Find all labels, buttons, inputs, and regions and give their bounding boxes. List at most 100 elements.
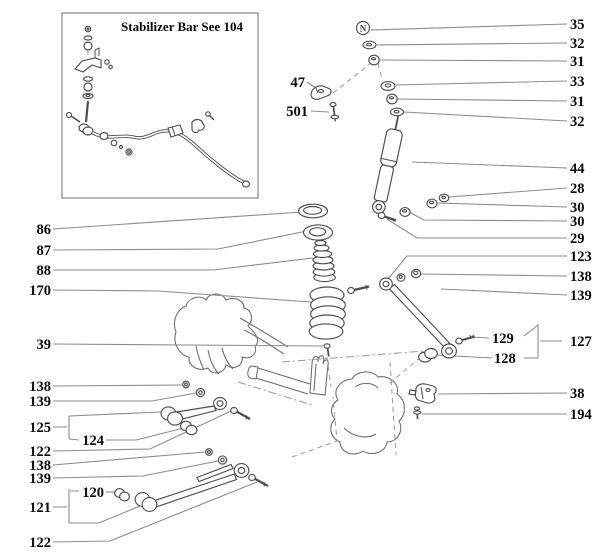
bushing-125	[160, 406, 183, 426]
bolt-39	[323, 343, 331, 357]
callout-138c: 138	[570, 269, 592, 285]
callout-44: 44	[570, 161, 585, 177]
shock-mount-stack: N	[355, 20, 405, 117]
callout-123: 123	[570, 249, 592, 265]
leader-122a	[52, 410, 232, 452]
inset-stabilizer-bar	[91, 111, 251, 188]
callout-122b: 122	[29, 535, 51, 551]
leader-32a	[376, 42, 568, 46]
arm-shaft	[388, 283, 451, 348]
leader-47	[306, 81, 317, 89]
callout-32a: 32	[570, 36, 585, 52]
bracket-47	[310, 85, 332, 100]
leader-87	[52, 230, 308, 251]
dashdot-axle-right	[281, 350, 425, 363]
callout-128: 128	[494, 351, 516, 367]
leader-124	[106, 427, 185, 441]
leader-33	[395, 80, 568, 86]
inset-clamp-bracket	[191, 118, 205, 134]
leader-86	[52, 211, 303, 230]
callout-88: 88	[37, 263, 52, 279]
callout-120: 120	[82, 485, 104, 501]
bolt-122a	[230, 406, 251, 420]
inset-title: Stabilizer Bar See 104	[121, 19, 243, 34]
callout-31a: 31	[570, 54, 585, 70]
lateral-rod	[114, 448, 269, 512]
callout-labels-right: 35 32 31 33 31 32 44 28 30 30 29 123 138…	[570, 17, 592, 423]
hidden-lines	[237, 59, 425, 458]
leader-30a	[437, 202, 568, 208]
bolt-194	[413, 406, 422, 420]
callout-87: 87	[37, 243, 52, 259]
upper-control-arm-123	[347, 268, 475, 363]
bolt-122b	[248, 473, 269, 487]
spring-insulator-87	[302, 224, 334, 241]
leader-501	[310, 110, 330, 113]
leader-31a	[379, 59, 568, 62]
callout-127: 127	[570, 334, 592, 350]
shock-absorber-44	[371, 115, 403, 214]
leader-139c	[440, 288, 568, 296]
leader-123	[387, 255, 567, 280]
callout-35: 35	[570, 17, 585, 33]
dash-frame-vertical	[389, 361, 397, 456]
leader-38	[437, 392, 568, 395]
frame-rail-drawing	[173, 293, 289, 375]
inset-bolt	[65, 111, 73, 119]
dash-47-to-stack	[332, 59, 376, 94]
leader-122b	[52, 481, 258, 543]
coil-spring-170	[308, 286, 346, 340]
callout-194: 194	[570, 407, 592, 423]
shock-lower-hardware	[377, 193, 450, 222]
inset-link-stack	[65, 25, 113, 136]
spring-seat-86	[297, 203, 329, 219]
bump-stop-88	[312, 239, 336, 283]
stabilizer-inset: Stabilizer Bar See 104	[61, 12, 259, 199]
callout-501: 501	[286, 104, 308, 120]
leader-139b	[52, 460, 219, 479]
bushing-120	[114, 488, 130, 502]
callout-121: 121	[29, 500, 51, 516]
callout-125: 125	[29, 420, 51, 436]
bushing-121	[134, 492, 158, 512]
leader-30b	[408, 211, 568, 222]
callout-labels-left: 86 87 88 170 39 138 139 125 122 138 139 …	[29, 222, 104, 551]
callout-28: 28	[570, 181, 585, 197]
leader-32b	[403, 111, 568, 122]
callout-47: 47	[291, 75, 306, 91]
callout-124: 124	[82, 433, 104, 449]
rod-sleeve	[196, 463, 234, 483]
leader-170	[52, 289, 312, 303]
leader-44	[411, 161, 568, 169]
callout-30a: 30	[570, 200, 585, 216]
bracket-38	[408, 383, 437, 404]
nut-symbol-letter: N	[360, 24, 367, 34]
bolt-129	[455, 334, 475, 345]
bracket-127	[523, 324, 562, 359]
leader-lines	[52, 23, 568, 543]
leader-29	[386, 218, 567, 239]
callout-29: 29	[570, 231, 585, 247]
leader-39	[52, 343, 324, 347]
callout-31b: 31	[570, 94, 585, 110]
callout-138b: 138	[29, 458, 51, 474]
leader-88	[53, 257, 314, 271]
callout-33: 33	[570, 74, 585, 90]
leader-138b	[52, 451, 206, 466]
bushing-128	[418, 347, 438, 363]
leader-138c	[420, 273, 568, 277]
bolt-29	[377, 211, 397, 222]
axle-housing-drawing	[247, 355, 405, 455]
callout-139a: 139	[29, 394, 51, 410]
callout-139c: 139	[570, 288, 592, 304]
bushing-124	[180, 420, 198, 436]
callout-122a: 122	[29, 444, 51, 460]
callout-129: 129	[492, 331, 514, 347]
bolt-501	[329, 101, 340, 122]
callout-139b: 139	[29, 471, 51, 487]
inset-bar-end	[241, 180, 251, 188]
callout-39: 39	[37, 337, 52, 353]
callout-32b: 32	[570, 114, 585, 130]
